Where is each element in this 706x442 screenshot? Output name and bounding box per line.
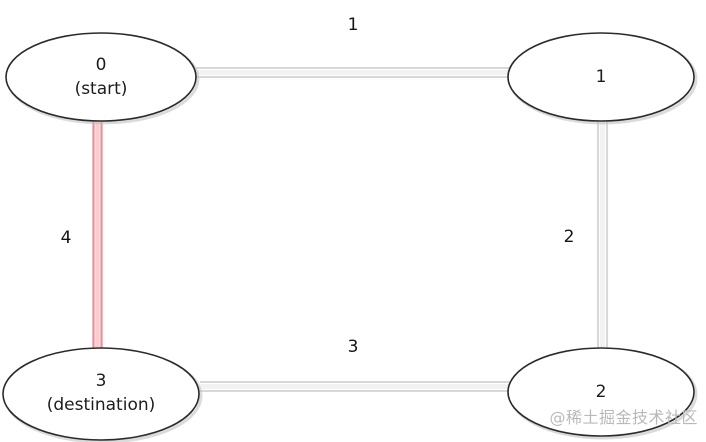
edge-3-2[interactable] (200, 380, 510, 393)
node-0-ellipse (5, 32, 197, 122)
edge-label-0-1: 1 (348, 15, 359, 35)
node-0-label-id: 0 (96, 55, 107, 75)
node-3-label-role: (destination) (47, 395, 156, 415)
edge-label-1-2: 2 (564, 227, 575, 247)
node-3[interactable]: 3 (destination) (2, 347, 203, 442)
node-2[interactable]: 2 (507, 347, 698, 440)
node-0-label-role: (start) (75, 79, 128, 99)
node-3-ellipse (2, 347, 200, 441)
edge-0-1[interactable] (196, 66, 510, 79)
node-1-label-id: 1 (596, 67, 607, 87)
node-1-ellipse (507, 32, 695, 122)
edge-label-3-2: 3 (348, 337, 359, 357)
edge-0-3-highlighted[interactable] (92, 118, 103, 350)
edge-labels-layer: 1 2 3 4 (61, 15, 575, 357)
watermark: @稀土掘金技术社区 (549, 408, 698, 427)
node-2-label-id: 2 (596, 382, 607, 402)
node-3-label-id: 3 (96, 371, 107, 391)
node-2-ellipse (507, 347, 695, 437)
node-1[interactable]: 1 (507, 32, 698, 125)
node-0[interactable]: 0 (start) (5, 32, 200, 125)
edge-label-0-3: 4 (61, 228, 72, 248)
nodes-layer: 0 (start) 1 2 3 (destination) (2, 32, 698, 442)
edge-1-2[interactable] (596, 121, 609, 349)
edges-layer (92, 66, 609, 393)
